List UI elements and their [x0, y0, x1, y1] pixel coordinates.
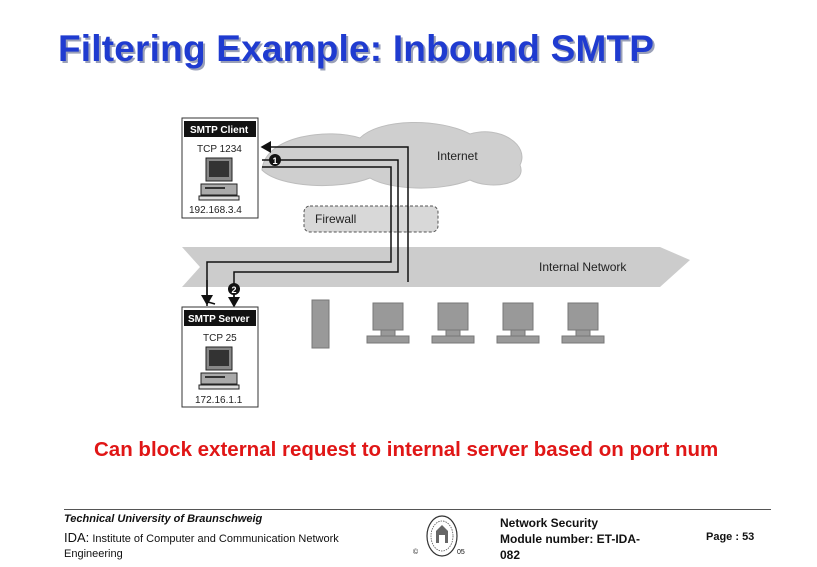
- smtp-client-box: SMTP Client TCP 1234 192.168.3.4: [181, 117, 259, 219]
- internet-label: Internet: [437, 149, 478, 163]
- course-name: Network Security: [500, 516, 599, 530]
- slide-title: Filtering Example: Inbound SMTP: [58, 28, 655, 69]
- smtp-server-box: SMTP Server TCP 25 172.16.1.1: [181, 306, 259, 408]
- firewall-label: Firewall: [315, 212, 356, 226]
- smtp-client-label: SMTP Client: [190, 125, 249, 136]
- firewall: Firewall: [303, 205, 439, 233]
- internet-cloud: Internet: [261, 122, 523, 189]
- workstation: [431, 302, 475, 344]
- computer-icon: [198, 346, 240, 390]
- step-1-marker: 1: [269, 154, 281, 166]
- smtp-server-label: SMTP Server: [188, 314, 250, 325]
- workstation: [496, 302, 540, 344]
- internal-network-label: Internal Network: [539, 260, 627, 274]
- server-ip: 172.16.1.1: [195, 395, 243, 406]
- ida-prefix: IDA:: [64, 530, 90, 545]
- page-number: Page : 53: [706, 531, 755, 543]
- module-number: Module number: ET-IDA-: [500, 532, 640, 546]
- footer-divider: [64, 509, 771, 510]
- university-name: Technical University of Braunschweig: [64, 513, 263, 525]
- institute-name: Institute of Computer and Communication …: [89, 533, 339, 545]
- module-number-cont: 082: [500, 548, 521, 562]
- computer-icon: [198, 157, 240, 201]
- step-2-marker: 2: [228, 283, 240, 295]
- client-port: TCP 1234: [197, 144, 242, 155]
- copyright-year: 05: [457, 549, 465, 556]
- network-devices: [311, 299, 605, 349]
- university-seal-icon: [426, 515, 458, 557]
- workstation: [366, 302, 410, 344]
- slide-caption: Can block external request to internal s…: [94, 438, 719, 461]
- institute-line-2: Engineering: [64, 548, 123, 560]
- institute-line: IDA: Institute of Computer and Communica…: [64, 530, 339, 545]
- copyright-mark: ©: [413, 549, 419, 556]
- step-1-label: 1: [272, 156, 277, 166]
- workstation: [561, 302, 605, 344]
- step-2-label: 2: [231, 285, 236, 295]
- internal-network: Internal Network: [182, 247, 690, 287]
- server-port: TCP 25: [203, 333, 237, 344]
- server-tower: [311, 299, 330, 349]
- client-ip: 192.168.3.4: [189, 205, 242, 216]
- course-info: Network Security Module number: ET-IDA- …: [500, 515, 670, 563]
